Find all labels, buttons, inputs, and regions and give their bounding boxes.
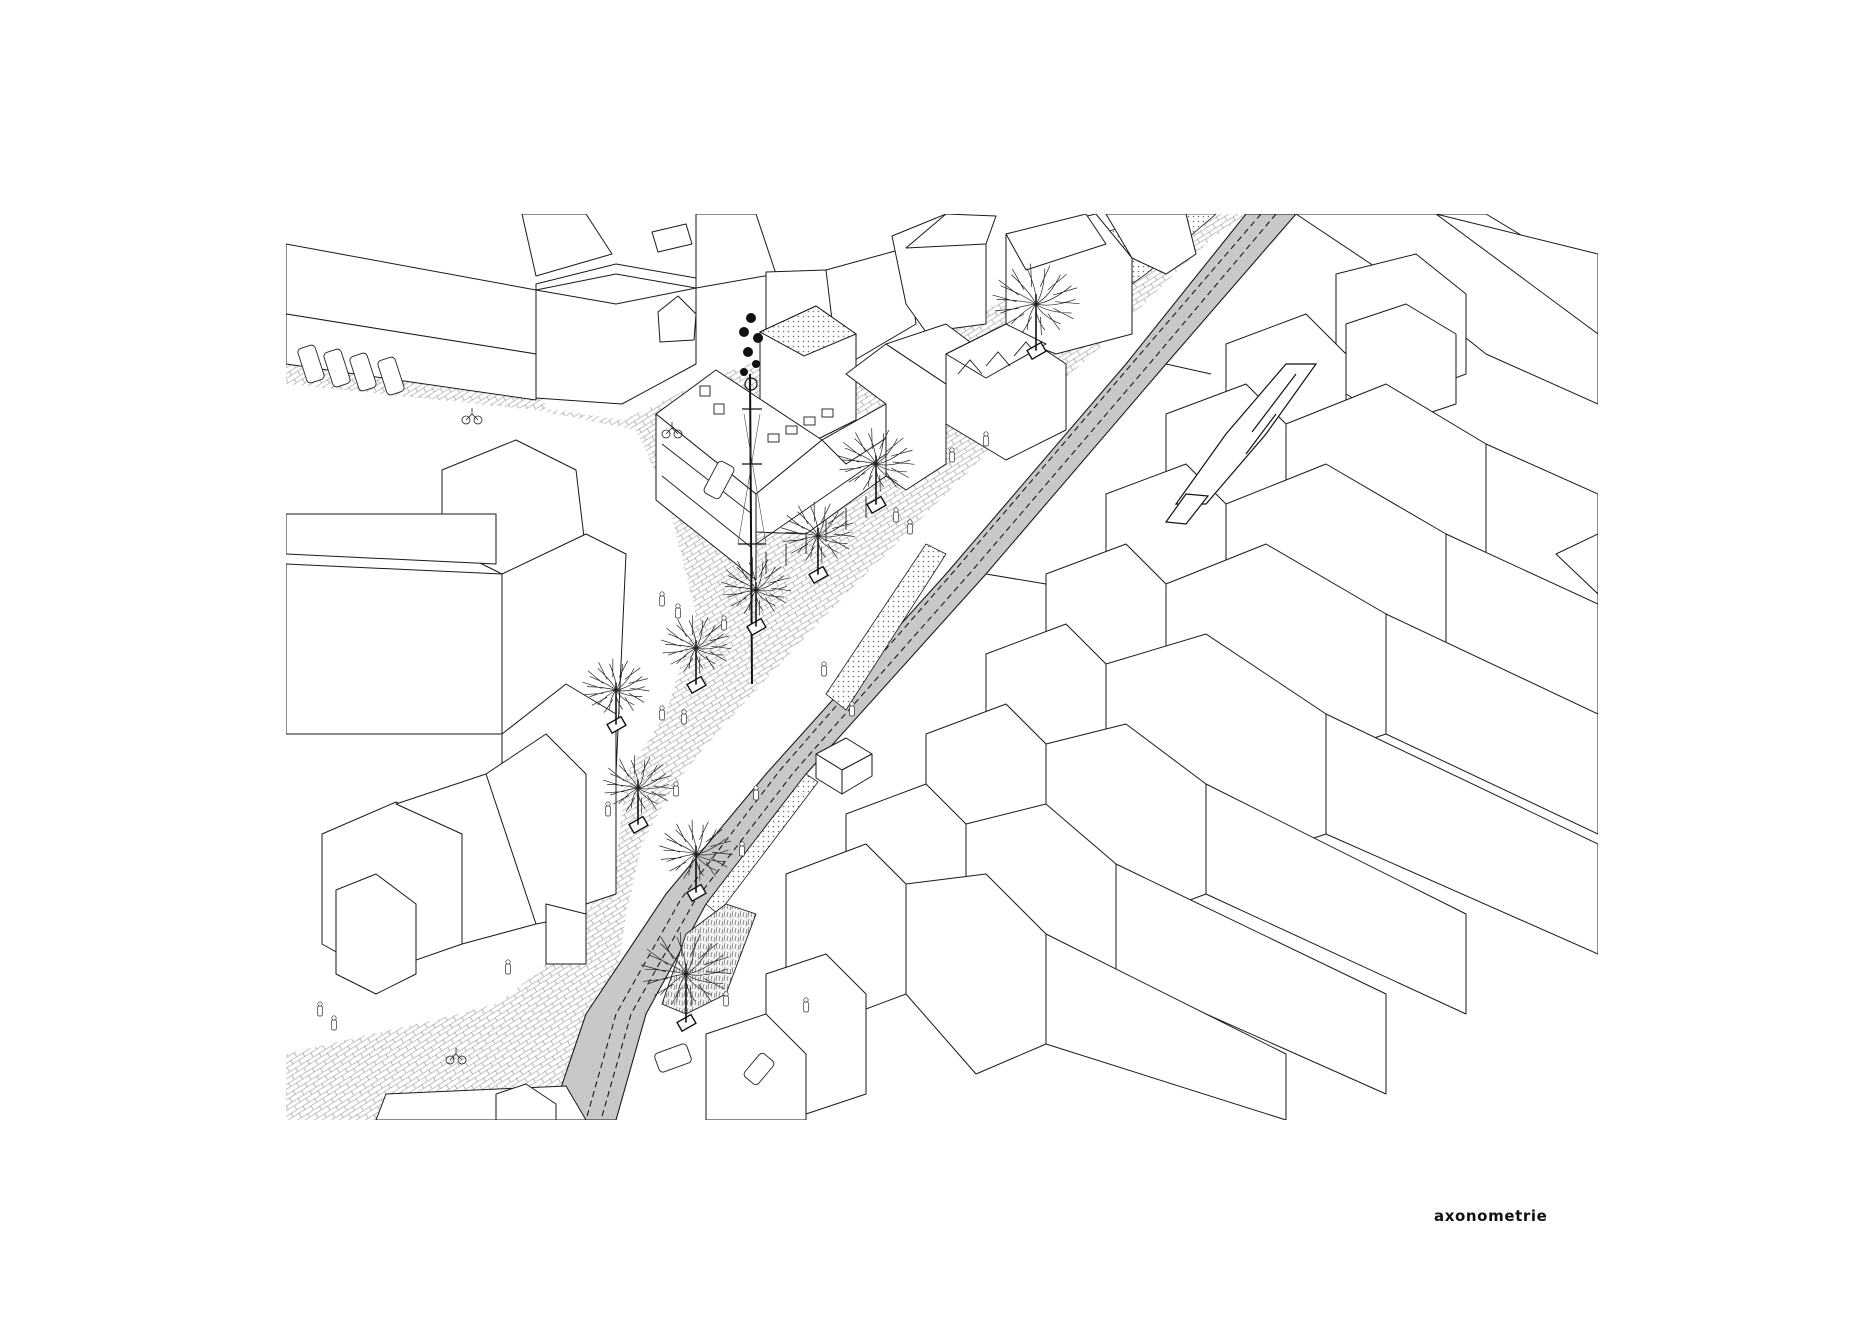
central-building	[655, 305, 1067, 581]
market-shelter	[815, 737, 873, 795]
pedestrian-figure	[317, 1001, 323, 1017]
bare-deciduous-tree-icon	[781, 501, 855, 585]
tram-icon	[1164, 363, 1318, 525]
pedestrian-figure	[505, 959, 511, 975]
pedestrian-figure	[739, 841, 745, 857]
bare-deciduous-tree-icon	[582, 658, 650, 735]
bare-deciduous-tree-icon	[660, 615, 732, 695]
pedestrian-icon	[317, 431, 989, 1031]
bicycle-icon	[445, 408, 683, 1065]
drawing-caption: axonometrie	[1434, 1207, 1548, 1225]
pedestrian-figure	[681, 709, 687, 725]
bare-deciduous-tree-icon	[720, 557, 792, 637]
pedestrian-figure	[659, 705, 665, 721]
buildings-east	[705, 214, 1598, 1120]
pedestrian-figure	[983, 431, 989, 447]
pedestrian-figure	[723, 991, 729, 1007]
pedestrian-figure	[673, 781, 679, 797]
buildings-north-west	[286, 214, 1197, 405]
bare-deciduous-tree-icon	[837, 428, 915, 515]
pedestrian-figure	[949, 447, 955, 463]
bare-deciduous-tree-icon	[602, 755, 674, 835]
pedestrian-figure	[721, 615, 727, 631]
car-icon	[297, 344, 775, 1086]
tram-corridor	[549, 214, 1346, 1120]
pedestrian-figure	[821, 661, 827, 677]
pedestrian-figure	[849, 701, 855, 717]
pedestrian-figure	[331, 1015, 337, 1031]
pedestrian-figure	[803, 997, 809, 1013]
axonometric-drawing	[286, 214, 1598, 1120]
pedestrian-figure	[907, 519, 913, 535]
pedestrian-figure	[753, 785, 759, 801]
trees	[582, 263, 1080, 1033]
pedestrian-figure	[605, 801, 611, 817]
bare-deciduous-tree-icon	[659, 819, 733, 903]
bare-deciduous-tree-icon	[992, 263, 1080, 361]
pedestrian-figure	[659, 591, 665, 607]
pedestrian-figure	[893, 507, 899, 523]
buildings-west	[286, 439, 627, 1120]
bare-deciduous-tree-icon	[640, 931, 732, 1033]
pedestrian-figure	[675, 603, 681, 619]
